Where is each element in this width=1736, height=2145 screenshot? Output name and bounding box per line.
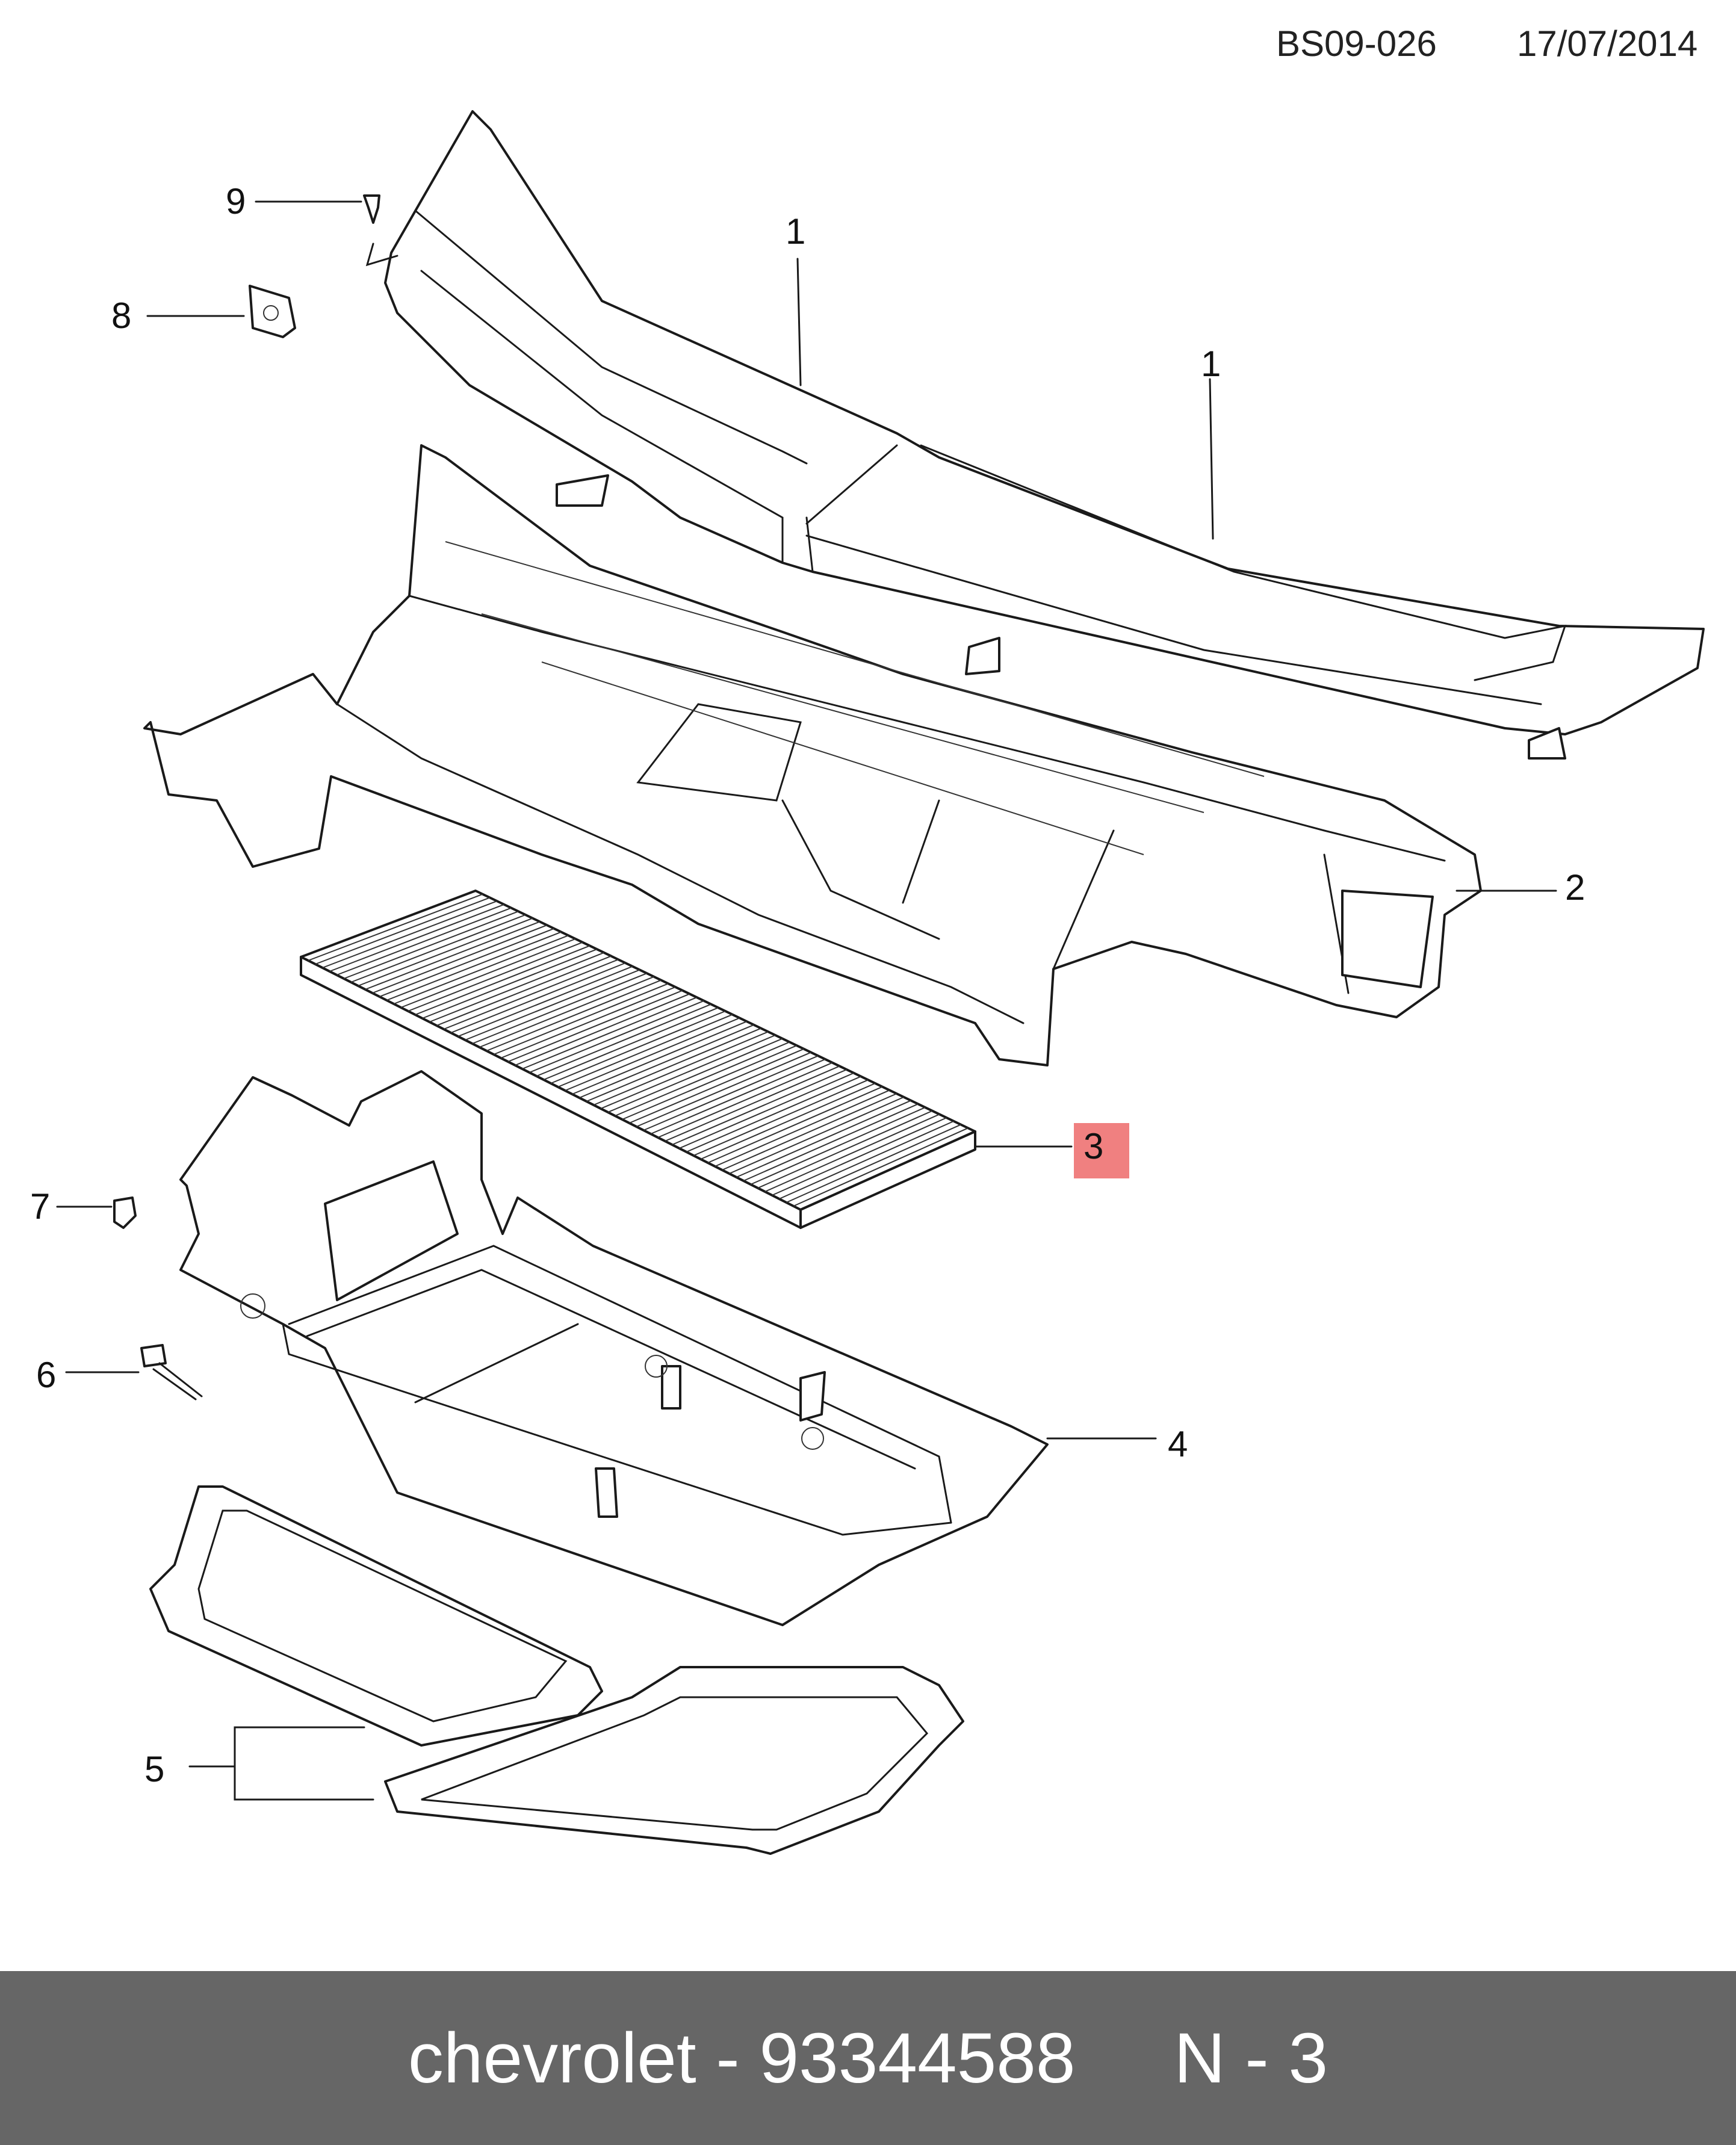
- filter-pleat: [593, 1031, 769, 1106]
- callout-1-upper: 1: [786, 211, 806, 252]
- part-7-nut: [113, 1196, 137, 1229]
- filter-pleat: [329, 903, 504, 972]
- filter-pleat: [615, 1041, 790, 1116]
- filter-pleat: [607, 1038, 783, 1113]
- callout-7: 7: [30, 1186, 51, 1227]
- filter-pleat: [629, 1048, 804, 1124]
- footer-caption: chevrolet - 93344588 N - 3: [408, 2018, 1328, 2098]
- filter-pleat: [308, 893, 483, 961]
- callout-6: 6: [36, 1355, 57, 1395]
- filter-pleat: [365, 921, 541, 990]
- part-4-filter-housing: [179, 1070, 1049, 1626]
- filter-pleat: [736, 1100, 911, 1178]
- filter-pleat: [743, 1103, 919, 1181]
- callout-3: 3: [1083, 1126, 1104, 1166]
- filter-pleat: [557, 1014, 733, 1088]
- filter-pleat: [693, 1079, 869, 1156]
- filter-pleat: [579, 1024, 754, 1098]
- filter-pleat: [515, 993, 690, 1066]
- filter-pleat: [536, 1003, 711, 1077]
- filter-pleat: [793, 1127, 969, 1207]
- drawing-date: 17/07/2014: [1517, 23, 1698, 64]
- callout-8: 8: [111, 296, 132, 336]
- filter-pleat: [386, 931, 562, 1001]
- part-2-cowl-grille: [143, 444, 1482, 1066]
- filter-pleat: [643, 1055, 819, 1131]
- filter-pleat: [636, 1051, 811, 1127]
- filter-pleat: [529, 1000, 704, 1073]
- filter-pleat: [700, 1083, 876, 1160]
- filter-pleat: [493, 983, 669, 1055]
- filter-pleat: [729, 1096, 904, 1174]
- filter-pleat: [379, 927, 554, 997]
- filter-pleat: [358, 917, 533, 986]
- highlight-box: [1074, 1123, 1129, 1178]
- filter-pleat: [429, 952, 604, 1023]
- filter-pleat: [665, 1065, 840, 1142]
- filter-pleats: [308, 893, 969, 1207]
- callout-1-right: 1: [1201, 344, 1221, 384]
- filter-pleat: [707, 1086, 883, 1163]
- filter-pleat: [764, 1113, 940, 1192]
- filter-pleat: [657, 1062, 833, 1138]
- filter-pleat: [715, 1089, 890, 1167]
- parts-exploded-diagram: [56, 110, 1705, 1855]
- filter-pleat: [336, 907, 512, 976]
- filter-pleat: [443, 959, 619, 1030]
- filter-pleat: [786, 1124, 961, 1203]
- filter-pleat: [550, 1011, 726, 1084]
- filter-pleat: [479, 976, 654, 1048]
- part-1-cowl-panel: [365, 110, 1705, 760]
- filter-pleat: [457, 965, 633, 1037]
- part-9-push-pin: [363, 194, 380, 224]
- filter-pleat: [500, 986, 676, 1059]
- filter-pleat: [650, 1059, 826, 1134]
- filter-pleat: [486, 979, 662, 1051]
- filter-pleat: [400, 938, 576, 1008]
- filter-pleat: [522, 997, 697, 1069]
- footer-bar: chevrolet - 93344588 N - 3: [0, 1971, 1736, 2145]
- filter-pleat: [472, 973, 647, 1044]
- part-8-clip-nut: [249, 285, 296, 338]
- filter-pleat: [450, 962, 626, 1033]
- filter-pleat: [315, 897, 491, 965]
- filter-pleat: [772, 1117, 947, 1196]
- filter-pleat: [436, 955, 612, 1026]
- filter-pleat: [543, 1007, 719, 1080]
- filter-pleat: [415, 945, 591, 1015]
- filter-pleat: [686, 1076, 861, 1153]
- filter-pleat: [322, 900, 497, 968]
- filter-pleat: [586, 1027, 761, 1102]
- filter-pleat: [572, 1021, 747, 1095]
- filter-pleat: [757, 1110, 933, 1189]
- filter-pleat: [408, 941, 583, 1012]
- callout-9: 9: [226, 181, 246, 221]
- filter-pleat: [600, 1035, 776, 1109]
- part-3-cabin-filter: [300, 890, 976, 1229]
- filter-pleat: [679, 1072, 854, 1149]
- drawing-code: BS09-026: [1276, 23, 1437, 64]
- filter-pleat: [343, 911, 519, 979]
- filter-pleat: [672, 1069, 847, 1145]
- filter-pleat: [393, 935, 569, 1004]
- leader-lines: [56, 200, 1557, 1801]
- filter-pleat: [422, 949, 597, 1019]
- callout-2: 2: [1565, 867, 1586, 908]
- filter-pleat: [565, 1017, 740, 1091]
- filter-pleat: [507, 989, 683, 1062]
- filter-pleat: [779, 1120, 954, 1199]
- filter-pleat: [372, 924, 547, 994]
- filter-pleat: [722, 1093, 897, 1171]
- part-5-gaskets: [149, 1485, 964, 1855]
- filter-pleat: [350, 914, 526, 983]
- callout-5: 5: [144, 1749, 165, 1789]
- filter-pleat: [465, 969, 640, 1041]
- part-6-screw: [140, 1344, 203, 1401]
- filter-pleat: [622, 1045, 797, 1120]
- filter-pleat: [750, 1107, 926, 1185]
- callout-4: 4: [1168, 1424, 1188, 1464]
